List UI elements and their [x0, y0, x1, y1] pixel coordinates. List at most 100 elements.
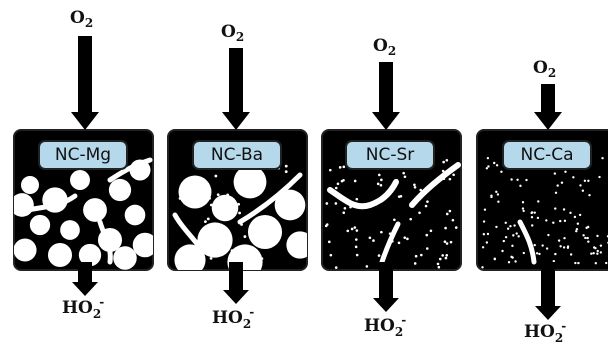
pore-dot — [231, 249, 234, 252]
pore-dot — [537, 217, 539, 219]
pore-dot — [575, 230, 577, 232]
pore-dot — [342, 211, 345, 214]
pore-dot — [500, 171, 502, 173]
pore-dot — [497, 201, 499, 203]
pore-dot — [534, 211, 536, 213]
pore-dot — [598, 176, 600, 178]
pore-dot — [215, 247, 218, 250]
pore-dot — [346, 230, 349, 233]
input-arrow-shaft — [78, 36, 92, 112]
pore-dot — [444, 227, 447, 230]
pore-dot — [574, 216, 576, 218]
pore-dot — [254, 225, 257, 228]
pore-dot — [354, 226, 357, 229]
pore-dot — [579, 214, 581, 216]
output-arrow-head — [72, 282, 98, 296]
ho2-output-label-4: HO2- — [524, 324, 568, 341]
output-arrow-shaft — [229, 262, 243, 290]
output-arrow-shaft — [541, 262, 555, 306]
pore-dot — [582, 234, 584, 236]
o2-input-label-2: O2 — [221, 24, 244, 41]
pore-dot — [414, 262, 417, 265]
o2-input-label-1: O2 — [70, 10, 93, 27]
pore-dot — [437, 263, 440, 266]
input-arrow-shaft — [379, 62, 393, 112]
pore-dot — [576, 228, 578, 230]
pore-dot — [570, 253, 572, 255]
pore-dot — [246, 254, 249, 257]
pore-dot — [582, 190, 584, 192]
pore — [125, 205, 146, 226]
pore-dot — [486, 167, 488, 169]
input-arrow-head — [534, 112, 562, 130]
pore — [70, 170, 90, 190]
pore-dot — [402, 172, 405, 175]
pore-dot — [223, 233, 226, 236]
pore-dot — [204, 220, 207, 223]
output-arrow-head — [223, 290, 249, 304]
pore-dot — [244, 235, 247, 238]
pore-dot — [501, 250, 503, 252]
pore-dot — [380, 231, 383, 234]
pore-dot — [569, 212, 571, 214]
pore-dot — [400, 195, 403, 198]
pore-dot — [595, 262, 597, 264]
pore-dot — [202, 254, 205, 257]
pore-dot — [285, 165, 288, 168]
pore-dot — [605, 262, 607, 264]
pore-dot — [444, 240, 447, 243]
pore-dot — [496, 164, 498, 166]
pore-dot — [509, 225, 511, 227]
pore-dot — [216, 228, 219, 231]
pore-dot — [289, 198, 292, 201]
pore-dot — [554, 207, 556, 209]
pore-dot — [445, 159, 448, 162]
pore-dot — [546, 247, 548, 249]
pore-dot — [418, 212, 421, 215]
pore-dot — [483, 220, 485, 222]
pore-dot — [522, 207, 524, 209]
pore-dot — [446, 242, 449, 245]
pore-dot — [545, 219, 547, 221]
pore-dot — [512, 234, 514, 236]
pore-dot — [326, 202, 329, 205]
pore-dot — [514, 260, 516, 262]
pore-dot — [563, 246, 565, 248]
pore-dot — [222, 242, 225, 245]
pore-dot — [354, 180, 357, 183]
pore-dot — [179, 197, 182, 200]
pore-dot — [559, 245, 561, 247]
pore-dot — [494, 258, 496, 260]
output-arrow-head — [535, 306, 561, 320]
output-arrow-shaft — [78, 262, 92, 282]
pore-dot — [517, 235, 519, 237]
pore-dot — [587, 180, 589, 182]
panel-label-nc-ba: NC-Ba — [192, 140, 282, 170]
pore-dot — [430, 230, 433, 233]
panel-label-nc-ca: NC-Ca — [502, 140, 592, 170]
pore-dot — [450, 241, 453, 244]
pore — [234, 166, 267, 199]
pore-dot — [508, 261, 510, 263]
pore-dot — [260, 257, 263, 260]
pore-dot — [452, 219, 455, 222]
pore-dot — [590, 252, 592, 254]
pore-dot — [404, 175, 407, 178]
pore-dot — [552, 222, 554, 224]
pore-dot — [449, 210, 452, 213]
pore-dot — [237, 203, 240, 206]
pore-dot — [356, 198, 359, 201]
pore-dot — [380, 184, 383, 187]
pore-dot — [497, 193, 499, 195]
pore-dot — [393, 218, 396, 221]
pore-dot — [329, 169, 332, 172]
pore-dot — [438, 266, 441, 269]
pore-dot — [341, 180, 344, 183]
pore-dot — [217, 193, 220, 196]
pore — [60, 220, 80, 240]
pore-dot — [196, 254, 199, 257]
pore-dot — [487, 233, 489, 235]
pore-dot — [511, 256, 513, 258]
pore-dot — [378, 174, 381, 177]
